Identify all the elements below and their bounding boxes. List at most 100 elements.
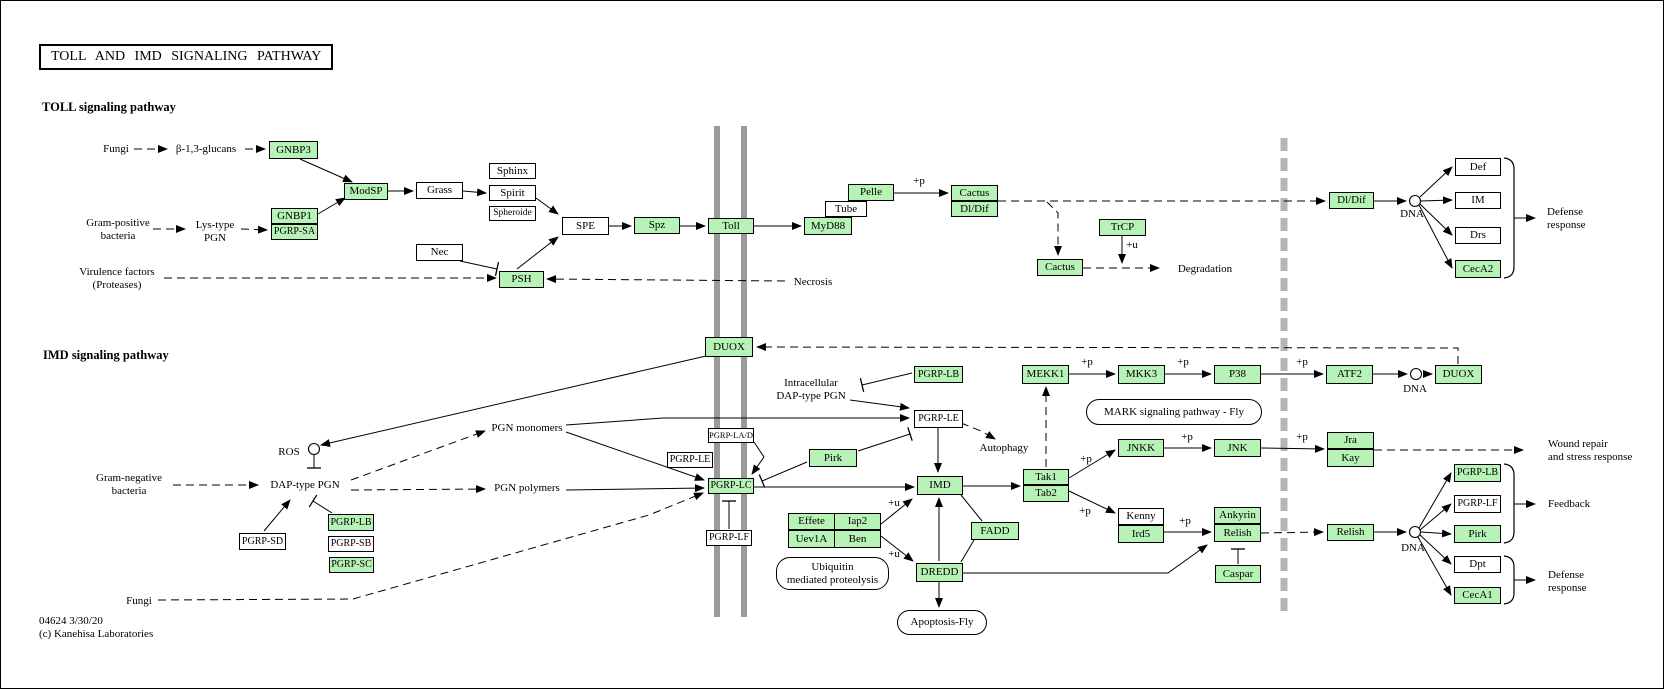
gene-box-pelle[interactable]: Pelle <box>848 184 894 201</box>
label-plus-p-mkk3: +p <box>1177 355 1189 368</box>
gene-box-myd88[interactable]: MyD88 <box>804 217 852 235</box>
gene-box-def[interactable]: Def <box>1455 158 1501 176</box>
edge-jnk-to-jra <box>1260 444 1325 453</box>
dna-circle-imd-bottom <box>1408 525 1422 539</box>
edge-cactus-branch-down <box>1046 201 1062 256</box>
gene-box-pgrp-lf-r[interactable]: PGRP-LF <box>1454 495 1501 513</box>
label-pgn-polymers: PGN polymers <box>494 481 560 494</box>
gene-box-p38[interactable]: P38 <box>1214 365 1261 384</box>
label-plus-p-ird5: +p <box>1179 514 1191 527</box>
gene-box-pgrp-le[interactable]: PGRP-LE <box>914 410 963 428</box>
gene-box-pgrp-lb-l[interactable]: PGRP-LB <box>328 514 374 531</box>
gene-box-ird5[interactable]: Ird5 <box>1118 525 1164 543</box>
gene-box-relish1[interactable]: Relish <box>1214 524 1261 542</box>
gene-box-pgrp-le2[interactable]: PGRP-LE <box>667 452 713 468</box>
gene-box-pgrp-sc[interactable]: PGRP-SC <box>329 557 374 573</box>
gene-box-pgrp-lb-u[interactable]: PGRP-LB <box>914 366 963 383</box>
label-fungi-top: Fungi <box>103 142 129 155</box>
dna-circle-toll <box>1408 194 1422 208</box>
gene-box-cactus1[interactable]: Cactus <box>951 185 998 201</box>
gene-box-mkk3[interactable]: MKK3 <box>1118 365 1165 384</box>
apoptosis-fly-oval[interactable]: Apoptosis-Fly <box>897 610 987 635</box>
gene-box-ankyrin[interactable]: Ankyrin <box>1214 507 1261 524</box>
gene-box-imd[interactable]: IMD <box>917 476 963 495</box>
label-virulence: Virulence factors(Proteases) <box>79 265 155 291</box>
gene-box-effete[interactable]: Effete <box>788 513 835 530</box>
gene-box-gnbp1[interactable]: GNBP1 <box>271 208 318 224</box>
pathway-title-box[interactable]: TOLL AND IMD SIGNALING PATHWAY <box>39 44 334 70</box>
label-necrosis: Necrosis <box>793 275 833 288</box>
tbar-pgrplb-inhibits-intracellular <box>859 378 865 392</box>
gene-box-drs[interactable]: Drs <box>1455 227 1501 244</box>
gene-box-pirk[interactable]: Pirk <box>809 449 857 467</box>
gene-box-ceca2[interactable]: CecA2 <box>1455 260 1501 278</box>
label-pgn-monomers: PGN monomers <box>491 421 563 434</box>
gene-box-tak1[interactable]: Tak1 <box>1023 469 1069 485</box>
gene-box-duox-r[interactable]: DUOX <box>1435 365 1482 384</box>
gene-box-grass[interactable]: Grass <box>416 182 463 199</box>
gene-box-im[interactable]: IM <box>1455 192 1501 209</box>
gene-box-modsp[interactable]: ModSP <box>344 183 388 200</box>
label-dna-imd-bottom: DNA <box>1401 541 1425 554</box>
gene-box-ben[interactable]: Ben <box>834 530 881 548</box>
gene-box-tab2[interactable]: Tab2 <box>1023 485 1069 502</box>
gene-box-dpt[interactable]: Dpt <box>1454 556 1501 573</box>
gene-box-pgrp-lf[interactable]: PGRP-LF <box>706 530 752 546</box>
label-degradation: Degradation <box>1177 262 1233 275</box>
copyright-notice: (c) Kanehisa Laboratories <box>39 628 154 640</box>
gene-box-pgrp-sd[interactable]: PGRP-SD <box>239 533 286 550</box>
label-dna-toll: DNA <box>1400 207 1424 220</box>
gene-box-cactus2[interactable]: Cactus <box>1037 259 1083 276</box>
mapk-pathway-oval[interactable]: MARK signaling pathway - Fly <box>1086 399 1262 425</box>
gene-box-trcp[interactable]: TrCP <box>1099 219 1146 236</box>
gene-box-pirk-r[interactable]: Pirk <box>1454 525 1501 543</box>
edge-dna-to-pirk-r <box>1420 529 1452 538</box>
edge-imd-to-fadd <box>960 494 983 522</box>
gene-box-pgrp-lb-r[interactable]: PGRP-LB <box>1454 464 1501 482</box>
gene-box-pgrp-lad[interactable]: PGRP-LA/D <box>708 428 754 443</box>
gene-box-fadd[interactable]: FADD <box>971 522 1019 540</box>
edge-gnbp1-to-modsp <box>317 197 346 215</box>
gene-box-jnk[interactable]: JNK <box>1214 439 1261 457</box>
gene-box-uev1a[interactable]: Uev1A <box>788 530 835 548</box>
gene-box-dredd[interactable]: DREDD <box>916 563 963 582</box>
gene-box-spirit[interactable]: Spirit <box>489 185 536 201</box>
gene-box-jra[interactable]: Jra <box>1327 432 1374 449</box>
edge-dna-to-pgrplf-r <box>1419 503 1452 531</box>
edge-ankrelish-to-relish2 <box>1260 528 1324 537</box>
gene-box-pgrp-lc[interactable]: PGRP-LC <box>708 478 754 494</box>
gene-box-toll[interactable]: Toll <box>708 218 754 234</box>
gene-box-mekk1[interactable]: MEKK1 <box>1022 365 1069 384</box>
cell-membrane-bar-2 <box>741 126 747 617</box>
label-ros: ROS <box>278 445 300 458</box>
gene-box-spe[interactable]: SPE <box>562 217 609 235</box>
gene-box-iap2[interactable]: Iap2 <box>834 513 881 530</box>
gene-box-spheroide[interactable]: Spheroide <box>489 206 536 221</box>
gene-box-nec[interactable]: Nec <box>416 244 463 261</box>
gene-box-psh[interactable]: PSH <box>499 271 544 288</box>
gene-box-relish2[interactable]: Relish <box>1327 524 1374 541</box>
gene-box-kay[interactable]: Kay <box>1327 449 1374 467</box>
gene-box-gnbp3[interactable]: GNBP3 <box>269 141 318 159</box>
gene-box-pgrp-sa[interactable]: PGRP-SA <box>271 224 318 240</box>
dna-circle-imd-top <box>1409 367 1423 381</box>
gene-box-caspar[interactable]: Caspar <box>1215 565 1261 583</box>
gene-box-jnkk[interactable]: JNKK <box>1118 439 1164 457</box>
gene-box-dldif2[interactable]: Dl/Dif <box>1329 192 1374 209</box>
gene-box-kenny[interactable]: Kenny <box>1118 508 1164 525</box>
gene-box-sphinx[interactable]: Sphinx <box>489 163 536 179</box>
gene-box-ceca1[interactable]: CecA1 <box>1454 587 1501 604</box>
gene-box-atf2[interactable]: ATF2 <box>1326 365 1373 384</box>
gene-box-duox-m[interactable]: DUOX <box>705 337 753 357</box>
gene-box-tube[interactable]: Tube <box>825 201 867 217</box>
gene-box-pgrp-sb[interactable]: PGRP-SB <box>328 536 374 552</box>
gene-box-dldif1[interactable]: Dl/Dif <box>951 201 998 217</box>
edge-effete-to-dredd <box>880 535 914 562</box>
gene-box-spz[interactable]: Spz <box>634 217 680 234</box>
